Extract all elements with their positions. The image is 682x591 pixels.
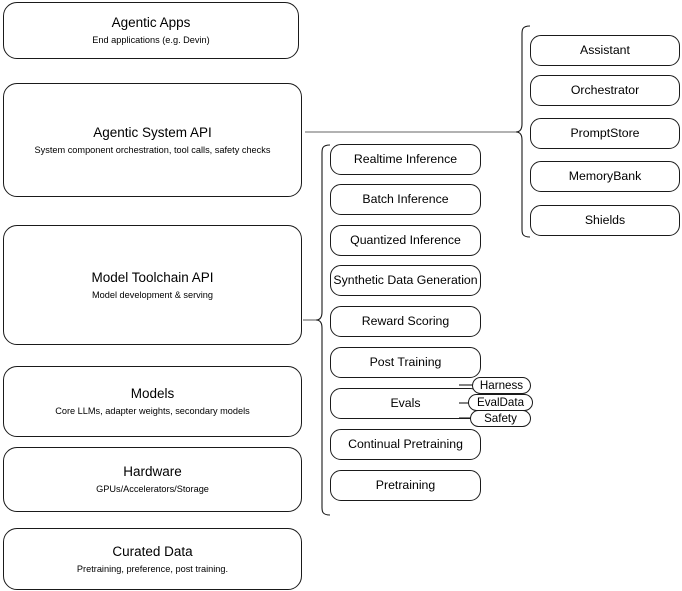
layer-title: Hardware [123, 464, 182, 479]
component-label: MemoryBank [568, 169, 642, 183]
layer-title: Model Toolchain API [91, 269, 214, 285]
agentic-component-promptstore[interactable]: PromptStore [530, 118, 680, 149]
stack-layer-agentic-system-api[interactable]: Agentic System API System component orch… [3, 83, 302, 197]
capability-realtime-inference[interactable]: Realtime Inference [330, 144, 481, 175]
capability-post-training[interactable]: Post Training [330, 347, 481, 378]
capability-label: Batch Inference [362, 192, 449, 206]
evals-subcomponent-safety[interactable]: Safety [470, 410, 531, 427]
layer-title: Curated Data [112, 543, 193, 559]
capability-label: Evals [390, 396, 421, 410]
capability-quantized-inference[interactable]: Quantized Inference [330, 225, 481, 256]
component-label: PromptStore [570, 126, 640, 140]
agentic-component-memorybank[interactable]: MemoryBank [530, 161, 680, 192]
agentic-component-assistant[interactable]: Assistant [530, 35, 680, 66]
layer-title: Agentic System API [93, 124, 212, 140]
brace-toolchain-capabilities [315, 144, 331, 516]
capability-label: Pretraining [375, 478, 436, 492]
layer-subtitle: System component orchestration, tool cal… [34, 144, 271, 155]
layer-subtitle: Model development & serving [91, 289, 214, 300]
layer-subtitle: Pretraining, preference, post training. [76, 563, 229, 574]
capability-label: Synthetic Data Generation [333, 273, 478, 287]
pill-label: EvalData [476, 396, 525, 409]
component-label: Orchestrator [570, 83, 640, 97]
stack-layer-models[interactable]: Models Core LLMs, adapter weights, secon… [3, 366, 302, 437]
capability-label: Post Training [369, 355, 442, 369]
capability-synthetic-data-generation[interactable]: Synthetic Data Generation [330, 265, 481, 296]
capability-continual-pretraining[interactable]: Continual Pretraining [330, 429, 481, 460]
capability-label: Reward Scoring [361, 314, 450, 328]
capability-label: Quantized Inference [350, 233, 461, 247]
brace-agentic-components [515, 25, 531, 238]
layer-title: Models [130, 386, 175, 401]
component-label: Shields [584, 213, 626, 227]
layer-title: Agentic Apps [111, 15, 191, 30]
agentic-component-shields[interactable]: Shields [530, 205, 680, 236]
stack-layer-model-toolchain-api[interactable]: Model Toolchain API Model development & … [3, 225, 302, 345]
stack-layer-agentic-apps[interactable]: Agentic Apps End applications (e.g. Devi… [3, 2, 299, 59]
layer-subtitle: Core LLMs, adapter weights, secondary mo… [55, 406, 250, 416]
component-label: Assistant [580, 43, 630, 57]
evals-subcomponent-harness[interactable]: Harness [472, 377, 531, 394]
stack-layer-hardware[interactable]: Hardware GPUs/Accelerators/Storage [3, 447, 302, 512]
capability-pretraining[interactable]: Pretraining [330, 470, 481, 501]
stack-layer-curated-data[interactable]: Curated Data Pretraining, preference, po… [3, 528, 302, 590]
layer-subtitle: End applications (e.g. Devin) [92, 35, 210, 45]
capability-reward-scoring[interactable]: Reward Scoring [330, 306, 481, 337]
capability-label: Continual Pretraining [348, 437, 463, 451]
pill-label: Harness [479, 379, 524, 392]
evals-subcomponent-evaldata[interactable]: EvalData [468, 394, 533, 411]
capability-label: Realtime Inference [353, 152, 458, 166]
capability-evals[interactable]: Evals [330, 388, 481, 419]
agentic-component-orchestrator[interactable]: Orchestrator [530, 75, 680, 106]
layer-subtitle: GPUs/Accelerators/Storage [96, 484, 209, 494]
pill-label: Safety [484, 412, 517, 425]
capability-batch-inference[interactable]: Batch Inference [330, 184, 481, 215]
